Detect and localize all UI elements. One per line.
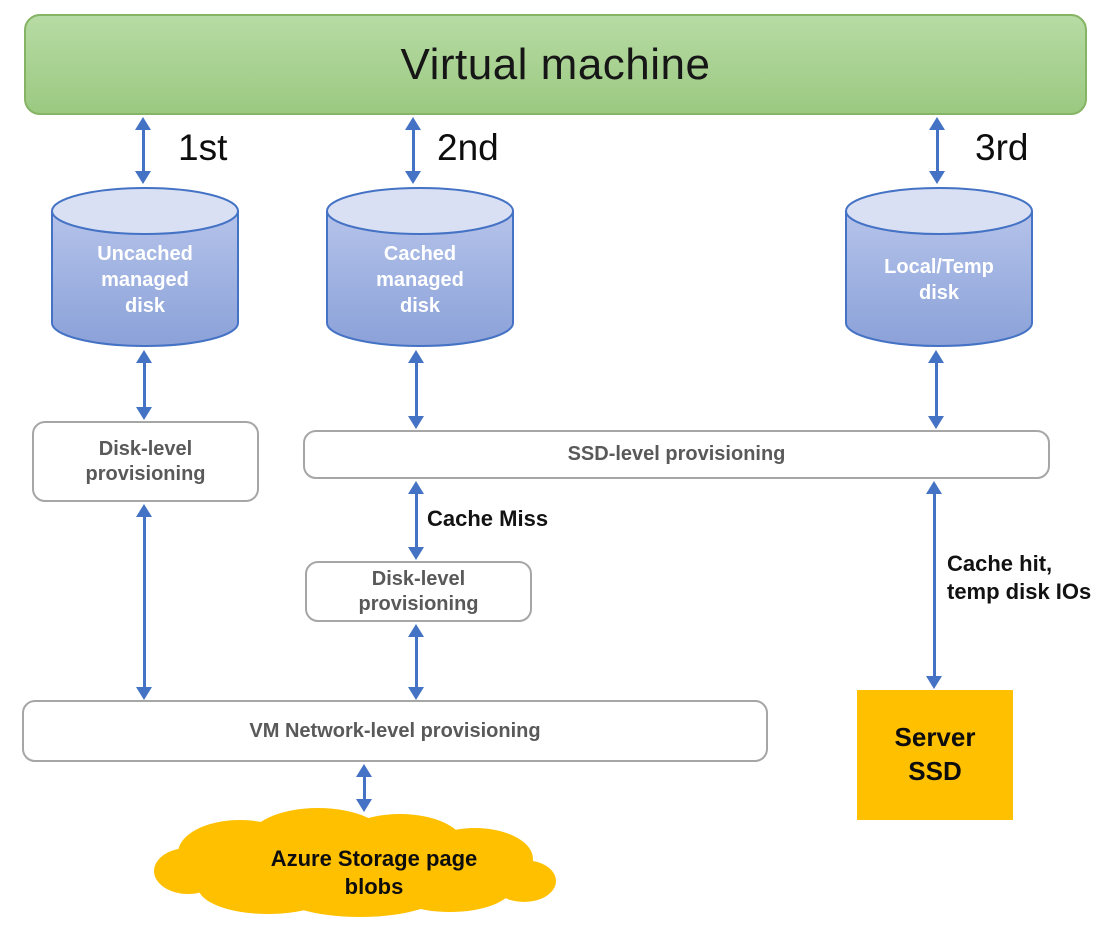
cylinder-icon xyxy=(845,187,1033,347)
cache-hit-label: Cache hit, temp disk IOs xyxy=(947,551,1092,604)
cylinder-icon xyxy=(326,187,514,347)
cylinder-icon xyxy=(51,187,239,347)
disk-level-provisioning-box-1: Disk-level provisioning xyxy=(32,421,259,502)
local-temp-disk-cylinder: Local/Temp disk xyxy=(844,186,1034,348)
cache-miss-label: Cache Miss xyxy=(427,506,549,531)
double-arrow-disk-provisioning-2-to-vm-network xyxy=(408,624,424,700)
double-arrow-cache-miss xyxy=(408,481,424,560)
cloud-icon xyxy=(154,808,556,917)
double-arrow-vm-cached-disk xyxy=(405,117,421,184)
double-arrow-uncached-disk-to-disk-provisioning xyxy=(136,350,152,420)
order-label-2nd: 2nd xyxy=(437,127,499,168)
order-label-1st: 1st xyxy=(178,127,228,168)
vm-network-level-provisioning-box: VM Network-level provisioning xyxy=(22,700,768,762)
uncached-managed-disk-cylinder: Uncached managed disk xyxy=(50,186,240,348)
double-arrow-cache-hit-temp-disk xyxy=(926,481,942,689)
virtual-machine-box: Virtual machine xyxy=(24,14,1087,115)
double-arrow-cached-disk-to-ssd-provisioning xyxy=(408,350,424,429)
local-temp-disk-label: Local/Temp disk xyxy=(884,256,994,304)
double-arrow-disk-provisioning-1-to-vm-network xyxy=(136,504,152,700)
double-arrow-local-temp-disk-to-ssd-provisioning xyxy=(928,350,944,429)
cached-managed-disk-label: Cached managed disk xyxy=(376,243,464,317)
order-label-3rd: 3rd xyxy=(975,127,1029,168)
server-ssd-box: Server SSD xyxy=(857,690,1013,820)
disk-level-provisioning-box-2: Disk-level provisioning xyxy=(305,561,532,622)
azure-storage-cloud: Azure Storage page blobs xyxy=(150,803,558,923)
double-arrow-vm-uncached-disk xyxy=(135,117,151,184)
ssd-level-provisioning-box: SSD-level provisioning xyxy=(303,430,1050,479)
double-arrow-vm-local-temp-disk xyxy=(929,117,945,184)
virtual-machine-title: Virtual machine xyxy=(400,39,711,89)
uncached-managed-disk-label: Uncached managed disk xyxy=(97,243,193,317)
azure-storage-cloud-label: Azure Storage page blobs xyxy=(270,846,478,899)
cached-managed-disk-cylinder: Cached managed disk xyxy=(325,186,515,348)
double-arrow-vm-network-to-azure-storage xyxy=(356,764,372,812)
